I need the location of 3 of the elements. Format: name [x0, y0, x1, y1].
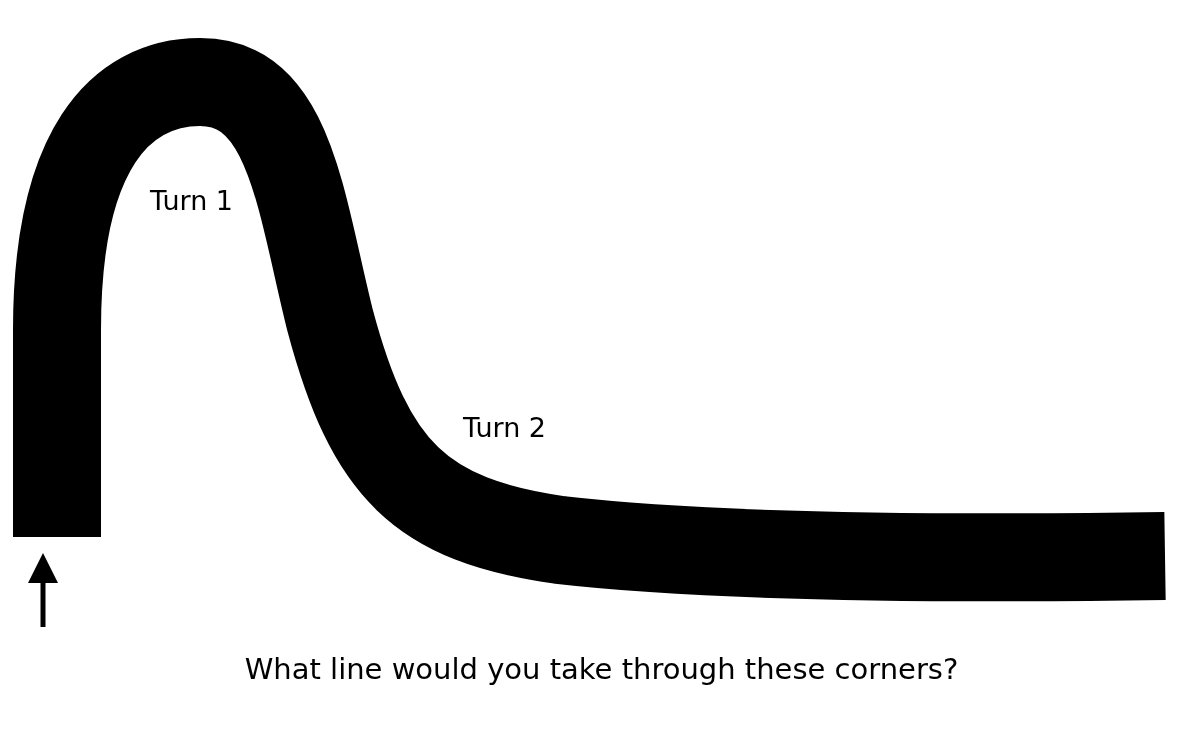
caption: What line would you take through these corners? [243, 652, 960, 686]
turn-label: Turn 1 [150, 185, 233, 216]
turn-label: Turn 2 [463, 412, 546, 443]
